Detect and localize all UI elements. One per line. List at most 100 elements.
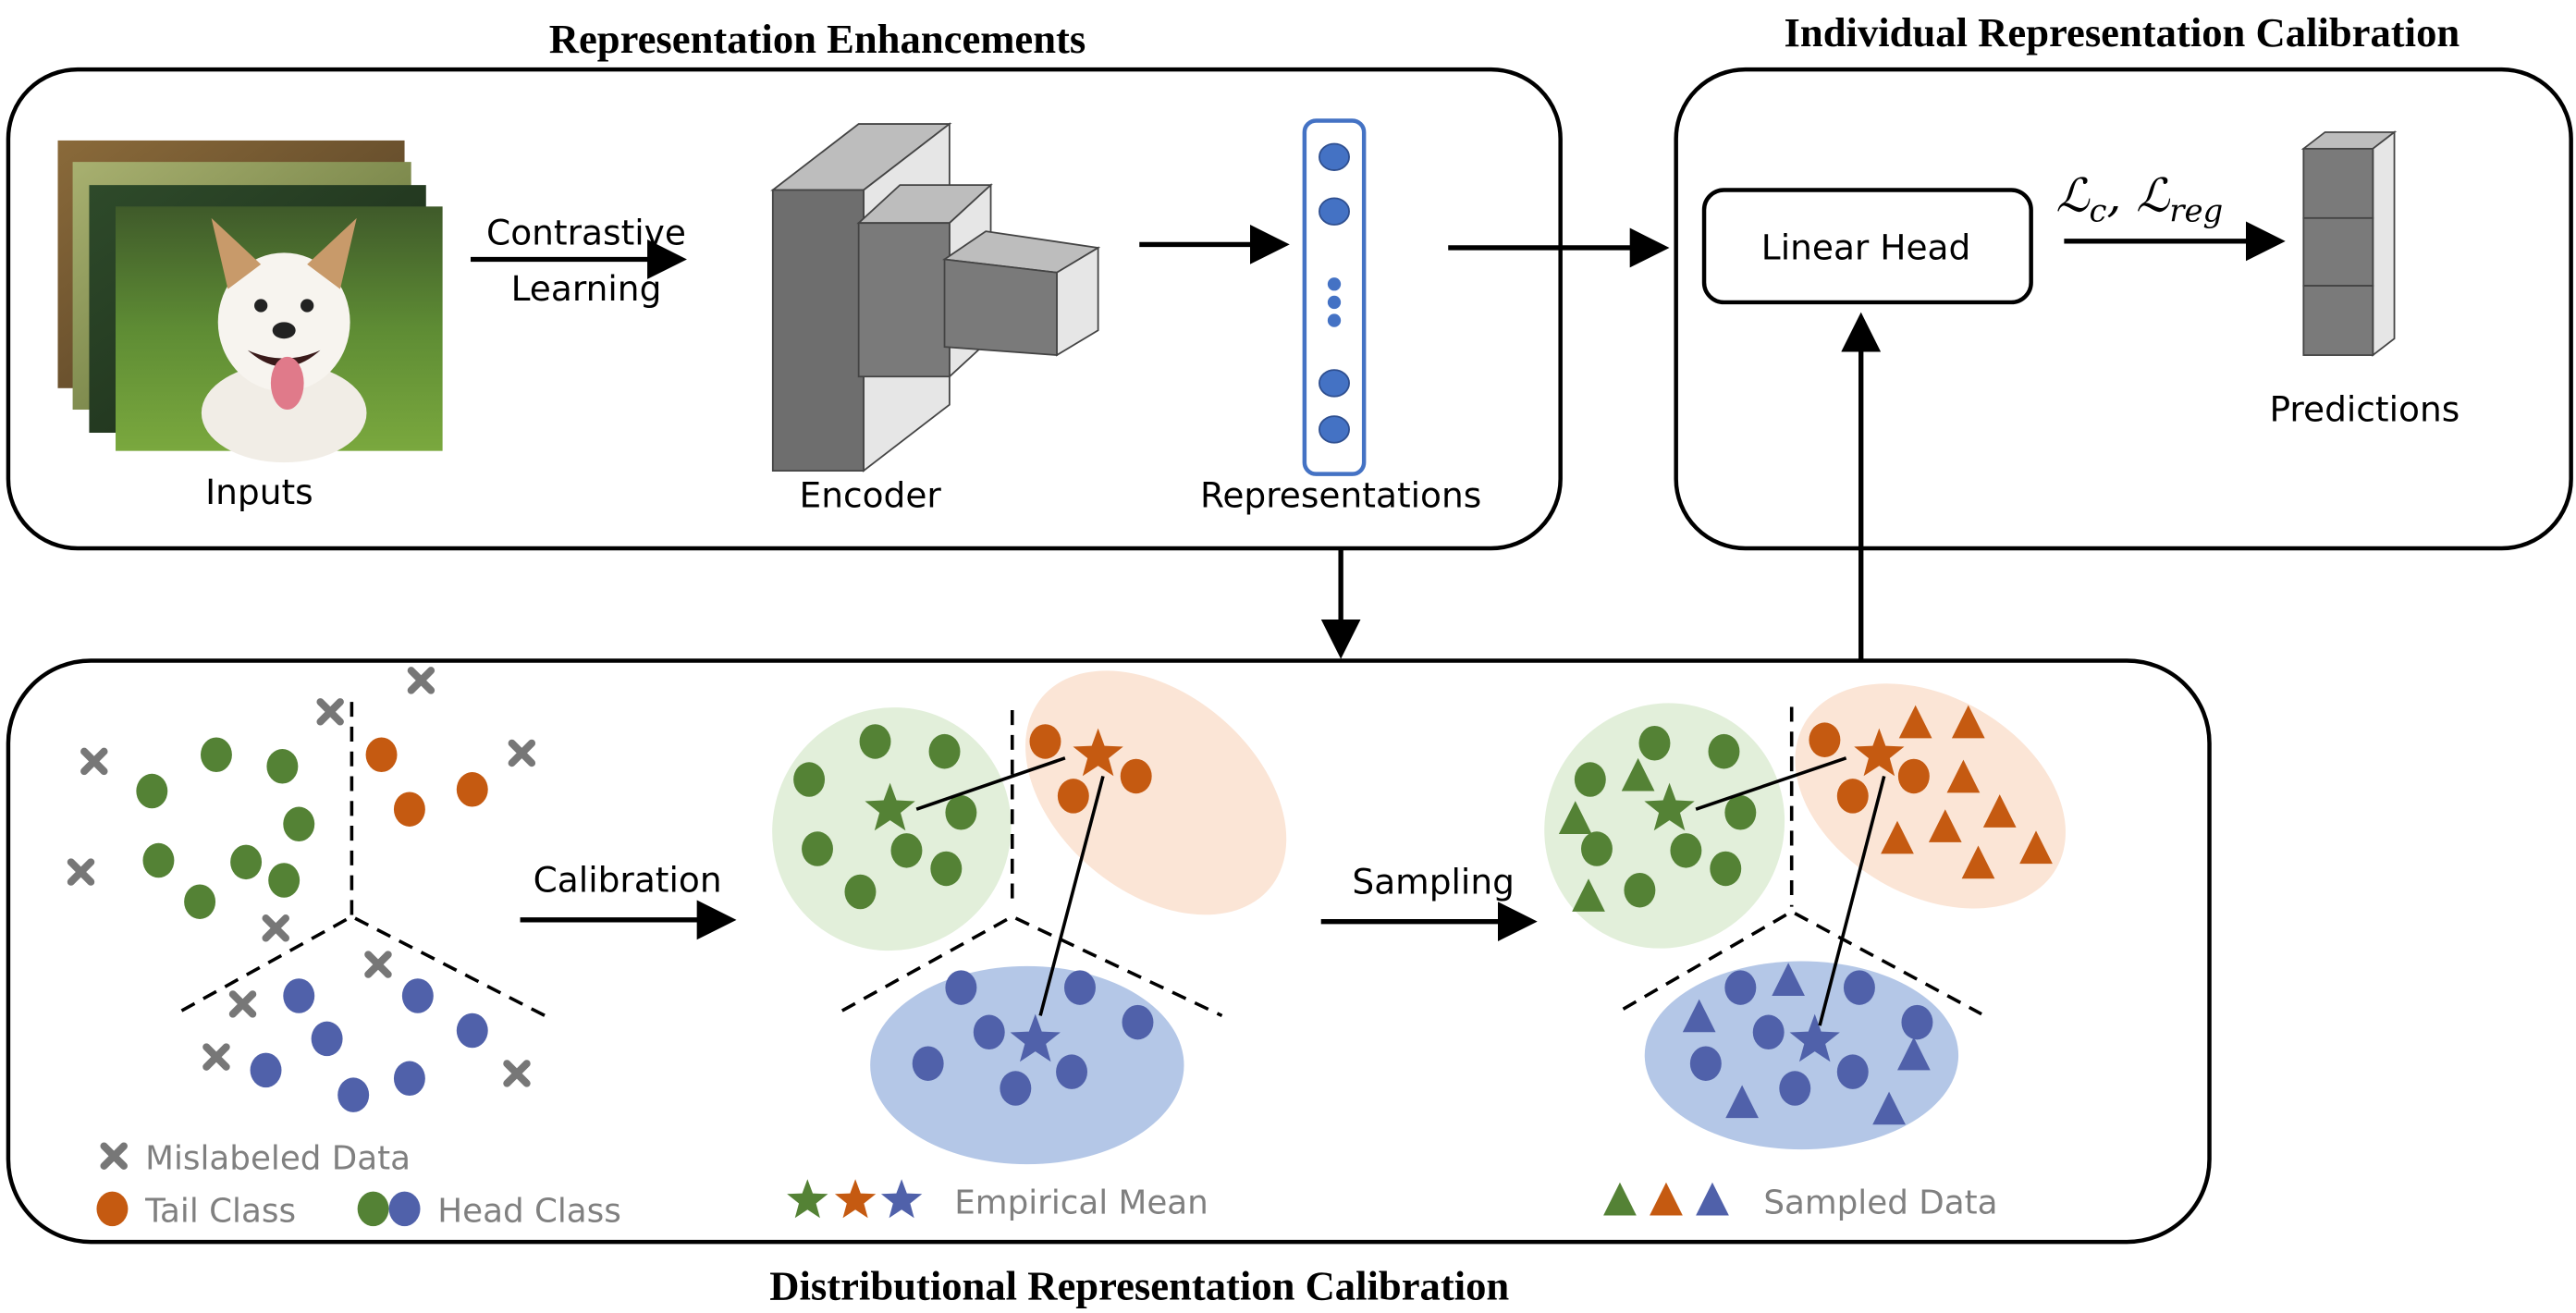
predictions-icon [2300,130,2398,357]
blue-class-region-calibrated [870,965,1184,1165]
orange-sampled-triangle-icon [2019,830,2053,865]
green-head-point [1574,762,1606,797]
green-head-point [1638,726,1671,761]
green-head-point [200,737,232,773]
blue-head-point [1724,970,1757,1005]
mislabeled-cross-icon [202,1043,230,1071]
blue-head-point [393,1061,425,1097]
green-head-point [136,773,168,809]
orange-tail-point [1029,724,1061,759]
linear-head-label: Linear Head [1761,227,1971,267]
legend-head-blue-dot-icon [388,1191,421,1227]
blue-sampled-triangle-icon [1872,1091,1906,1125]
green-head-point [930,851,963,887]
blue-head-point [1056,1054,1088,1089]
blue-head-point [1064,970,1096,1005]
orange-class-region-sampled [1795,683,2066,909]
green-mean-star-icon [865,782,915,831]
green-head-point [844,874,877,910]
mislabeled-cross-icon [364,951,392,978]
loss-separator: , [2106,169,2136,223]
blue-mean-star-icon [1010,1013,1061,1062]
mislabeled-cross-icon [67,858,95,886]
blue-sampled-triangle-icon [1896,1037,1931,1071]
green-head-point [283,806,315,842]
blue-head-point [1843,970,1875,1005]
mislabeled-cross-icon [262,914,289,942]
decision-boundaries [180,702,1982,1018]
blue-mean-star-icon [1789,1013,1840,1062]
representation-vector-icon [1302,118,1367,476]
input-images-stack [57,140,443,463]
blue-head-point [250,1052,282,1088]
orange-sampled-triangle-icon [1982,794,2017,828]
blue-sampled-triangle-icon [1772,963,1805,997]
green-sampled-triangle-icon [1572,878,1605,912]
blue-head-point [337,1077,370,1112]
green-sampled-triangle-icon [1558,801,1592,834]
individual-calibration-panel [1674,67,2573,551]
green-head-point [793,762,826,797]
orange-tail-point [1120,758,1152,794]
legend-mislabeled-cross-icon [100,1142,128,1170]
blue-head-point [456,1012,488,1049]
orange-tail-point [456,772,488,807]
green-head-point [928,733,961,769]
green-sampled-triangle-icon [1621,757,1655,791]
green-head-point [1710,851,1742,887]
representation-enhancements-panel [6,67,1563,551]
orange-sampled-triangle-icon [1951,705,1985,739]
green-head-point [268,863,301,898]
legend-head-label: Head Class [437,1193,621,1231]
green-head-point [1670,833,1702,868]
blue-head-point [311,1021,343,1057]
dog-image [116,206,443,463]
mislabeled-cross-icon [407,667,435,694]
green-head-point [859,724,891,759]
sampling-label: Sampling [1352,861,1515,902]
legend-empirical-mean-label: Empirical Mean [954,1184,1208,1222]
mean-connection-lines [915,756,1886,1026]
green-head-point [1624,872,1656,908]
legend-orange-star-icon [834,1179,877,1219]
blue-head-point [1836,1054,1869,1089]
blue-head-point [945,970,977,1005]
mislabeled-cross-icon [80,747,108,776]
orange-mean-star-icon [1073,728,1123,777]
orange-sampled-triangle-icon [1881,820,1914,854]
legend-head-green-dot-icon [357,1191,389,1227]
loss-label: ℒc, ℒreg [2055,169,2223,230]
loss-subscript-reg: reg [2169,193,2223,229]
blue-head-point [973,1014,1005,1050]
blue-head-point [1689,1046,1722,1081]
green-class-region-sampled [1544,703,1785,949]
contrastive-learning-label-line1: Contrastive [486,212,686,252]
blue-head-point [912,1046,944,1081]
legend-tail-dot-icon [96,1191,129,1227]
green-head-point [945,795,977,830]
calibration-label: Calibration [534,859,722,900]
legend-blue-triangle-icon [1696,1182,1729,1216]
title-representation-enhancements: Representation Enhancements [549,16,1086,62]
legend-sampled-label: Sampled Data [1763,1184,1997,1222]
orange-tail-point [1897,758,1930,794]
orange-sampled-triangle-icon [1946,759,1981,793]
green-class-region-calibrated [772,707,1012,951]
green-head-point [1724,795,1757,830]
legend-orange-triangle-icon [1650,1182,1683,1216]
orange-tail-point [393,791,425,827]
distributional-calibration-panel [6,658,2212,1245]
orange-mean-star-icon [1854,728,1905,777]
orange-sampled-triangle-icon [1928,809,1962,842]
orange-sampled-triangle-icon [1898,705,1932,739]
linear-head-box [1701,188,2033,305]
orange-tail-point [1809,722,1841,757]
blue-head-point [1901,1004,1933,1040]
encoder-icon [770,122,1101,472]
blue-head-point [401,978,434,1013]
green-head-point [184,884,216,919]
blue-head-point [1000,1071,1032,1106]
green-head-point [142,842,175,878]
blue-sampled-triangle-icon [1682,999,1716,1033]
blue-head-point [1752,1014,1785,1050]
